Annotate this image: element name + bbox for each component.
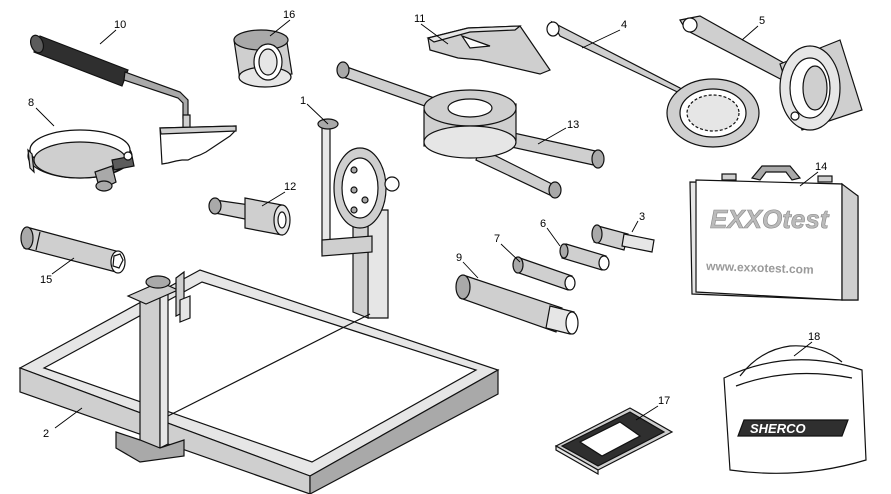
tool-5-drum-spanner	[679, 15, 863, 131]
tool-6-small-rod	[559, 243, 610, 271]
tool-17-manual	[554, 407, 674, 476]
callout-6: 6	[540, 218, 546, 230]
callout-16: 16	[283, 9, 295, 21]
case-brand-text: EXXOtest	[710, 204, 830, 234]
tool-12-threaded-adapter	[208, 197, 291, 236]
tool-15-socket-tube	[20, 226, 126, 274]
callout-12: 12	[284, 181, 296, 193]
tool-2-workstand-tray	[18, 269, 500, 494]
tool-3-pin	[591, 224, 655, 253]
callout-9: 9	[456, 252, 462, 264]
callout-3: 3	[639, 211, 645, 223]
tool-1-stand-post	[317, 118, 400, 319]
tool-8-band-clamp	[27, 129, 135, 192]
case-url-text: www.exxotest.com	[705, 259, 814, 277]
tool-7-short-rod	[512, 256, 576, 291]
callout-8: 8	[28, 97, 34, 109]
callout-2: 2	[43, 428, 49, 440]
callout-5: 5	[759, 15, 765, 27]
tool-16-sleeve	[233, 29, 293, 88]
tool-13-ring-puller	[336, 61, 605, 199]
callout-15: 15	[40, 274, 52, 286]
tool-4-ring-spanner	[546, 20, 760, 148]
callout-4: 4	[621, 19, 627, 31]
callout-7: 7	[494, 233, 500, 245]
tool-14-case: EXXOtest www.exxotest.com	[689, 165, 859, 301]
callout-labels: 1 2 3 4 5 6 7 8 9 10 11 12 13 14 15 16 1…	[28, 9, 827, 440]
tool-10-sector-puller	[29, 34, 237, 165]
callout-1: 1	[300, 95, 306, 107]
callout-17: 17	[658, 395, 670, 407]
callout-14: 14	[815, 161, 827, 173]
tool-18-bag: SHERCO	[723, 345, 867, 474]
callout-11: 11	[414, 13, 425, 25]
callout-13: 13	[567, 119, 579, 131]
tool-9-long-tube	[455, 274, 579, 335]
bag-brand-text: SHERCO	[750, 421, 806, 436]
callout-10: 10	[114, 19, 126, 31]
callout-leader-lines	[35, 19, 819, 429]
callout-18: 18	[808, 331, 820, 343]
tool-11-flat-plate	[426, 25, 551, 75]
